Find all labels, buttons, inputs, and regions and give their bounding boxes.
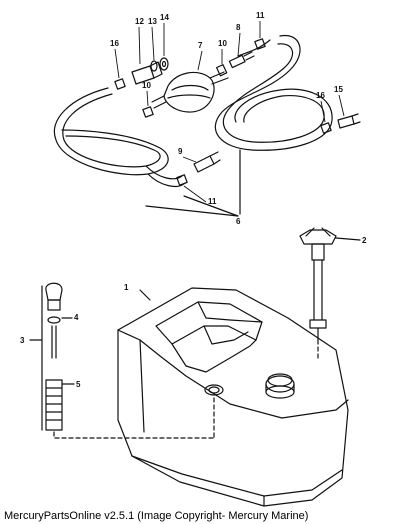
- callout-10-lower: 10: [142, 81, 151, 90]
- callout-4: 4: [74, 313, 79, 322]
- o-ring-13: [150, 60, 158, 72]
- callout-10-upper: 10: [218, 39, 227, 48]
- clamp-10-lower: [142, 106, 154, 118]
- callout-13: 13: [148, 17, 157, 26]
- copyright-footer: MercuryPartsOnline v2.5.1 (Image Copyrig…: [4, 510, 309, 522]
- callout-2: 2: [362, 236, 367, 245]
- callout-8: 8: [236, 23, 241, 32]
- callout-16-lower: 16: [316, 91, 325, 100]
- clamp-16-upper: [114, 78, 126, 90]
- callout-3: 3: [20, 336, 25, 345]
- clamp-11-upper: [254, 38, 266, 50]
- callout-12: 12: [135, 17, 144, 26]
- primer-bulb: [151, 71, 229, 113]
- fitting-8: [228, 51, 255, 69]
- connector-12: [131, 61, 163, 85]
- fuel-hose-right: [214, 34, 333, 151]
- clamp-10-upper: [215, 64, 228, 77]
- callout-5: 5: [76, 380, 81, 389]
- pickup-assembly: [45, 282, 63, 431]
- callout-7: 7: [198, 41, 203, 50]
- callout-14: 14: [160, 13, 169, 22]
- callout-6: 6: [236, 217, 241, 226]
- callout-16-upper: 16: [110, 39, 119, 48]
- fitting-9: [193, 151, 221, 173]
- callout-11-upper: 11: [256, 11, 265, 20]
- callout-15: 15: [334, 85, 343, 94]
- clamp-11-lower: [176, 174, 188, 186]
- fuel-tank: [117, 287, 349, 507]
- clamp-16-lower: [320, 122, 332, 134]
- callout-11-lower: 11: [208, 197, 217, 206]
- fitting-15: [337, 113, 361, 129]
- callout-1: 1: [124, 283, 129, 292]
- fuel-gauge: [299, 227, 337, 341]
- callout-9: 9: [178, 147, 183, 156]
- grommet-14: [159, 57, 169, 71]
